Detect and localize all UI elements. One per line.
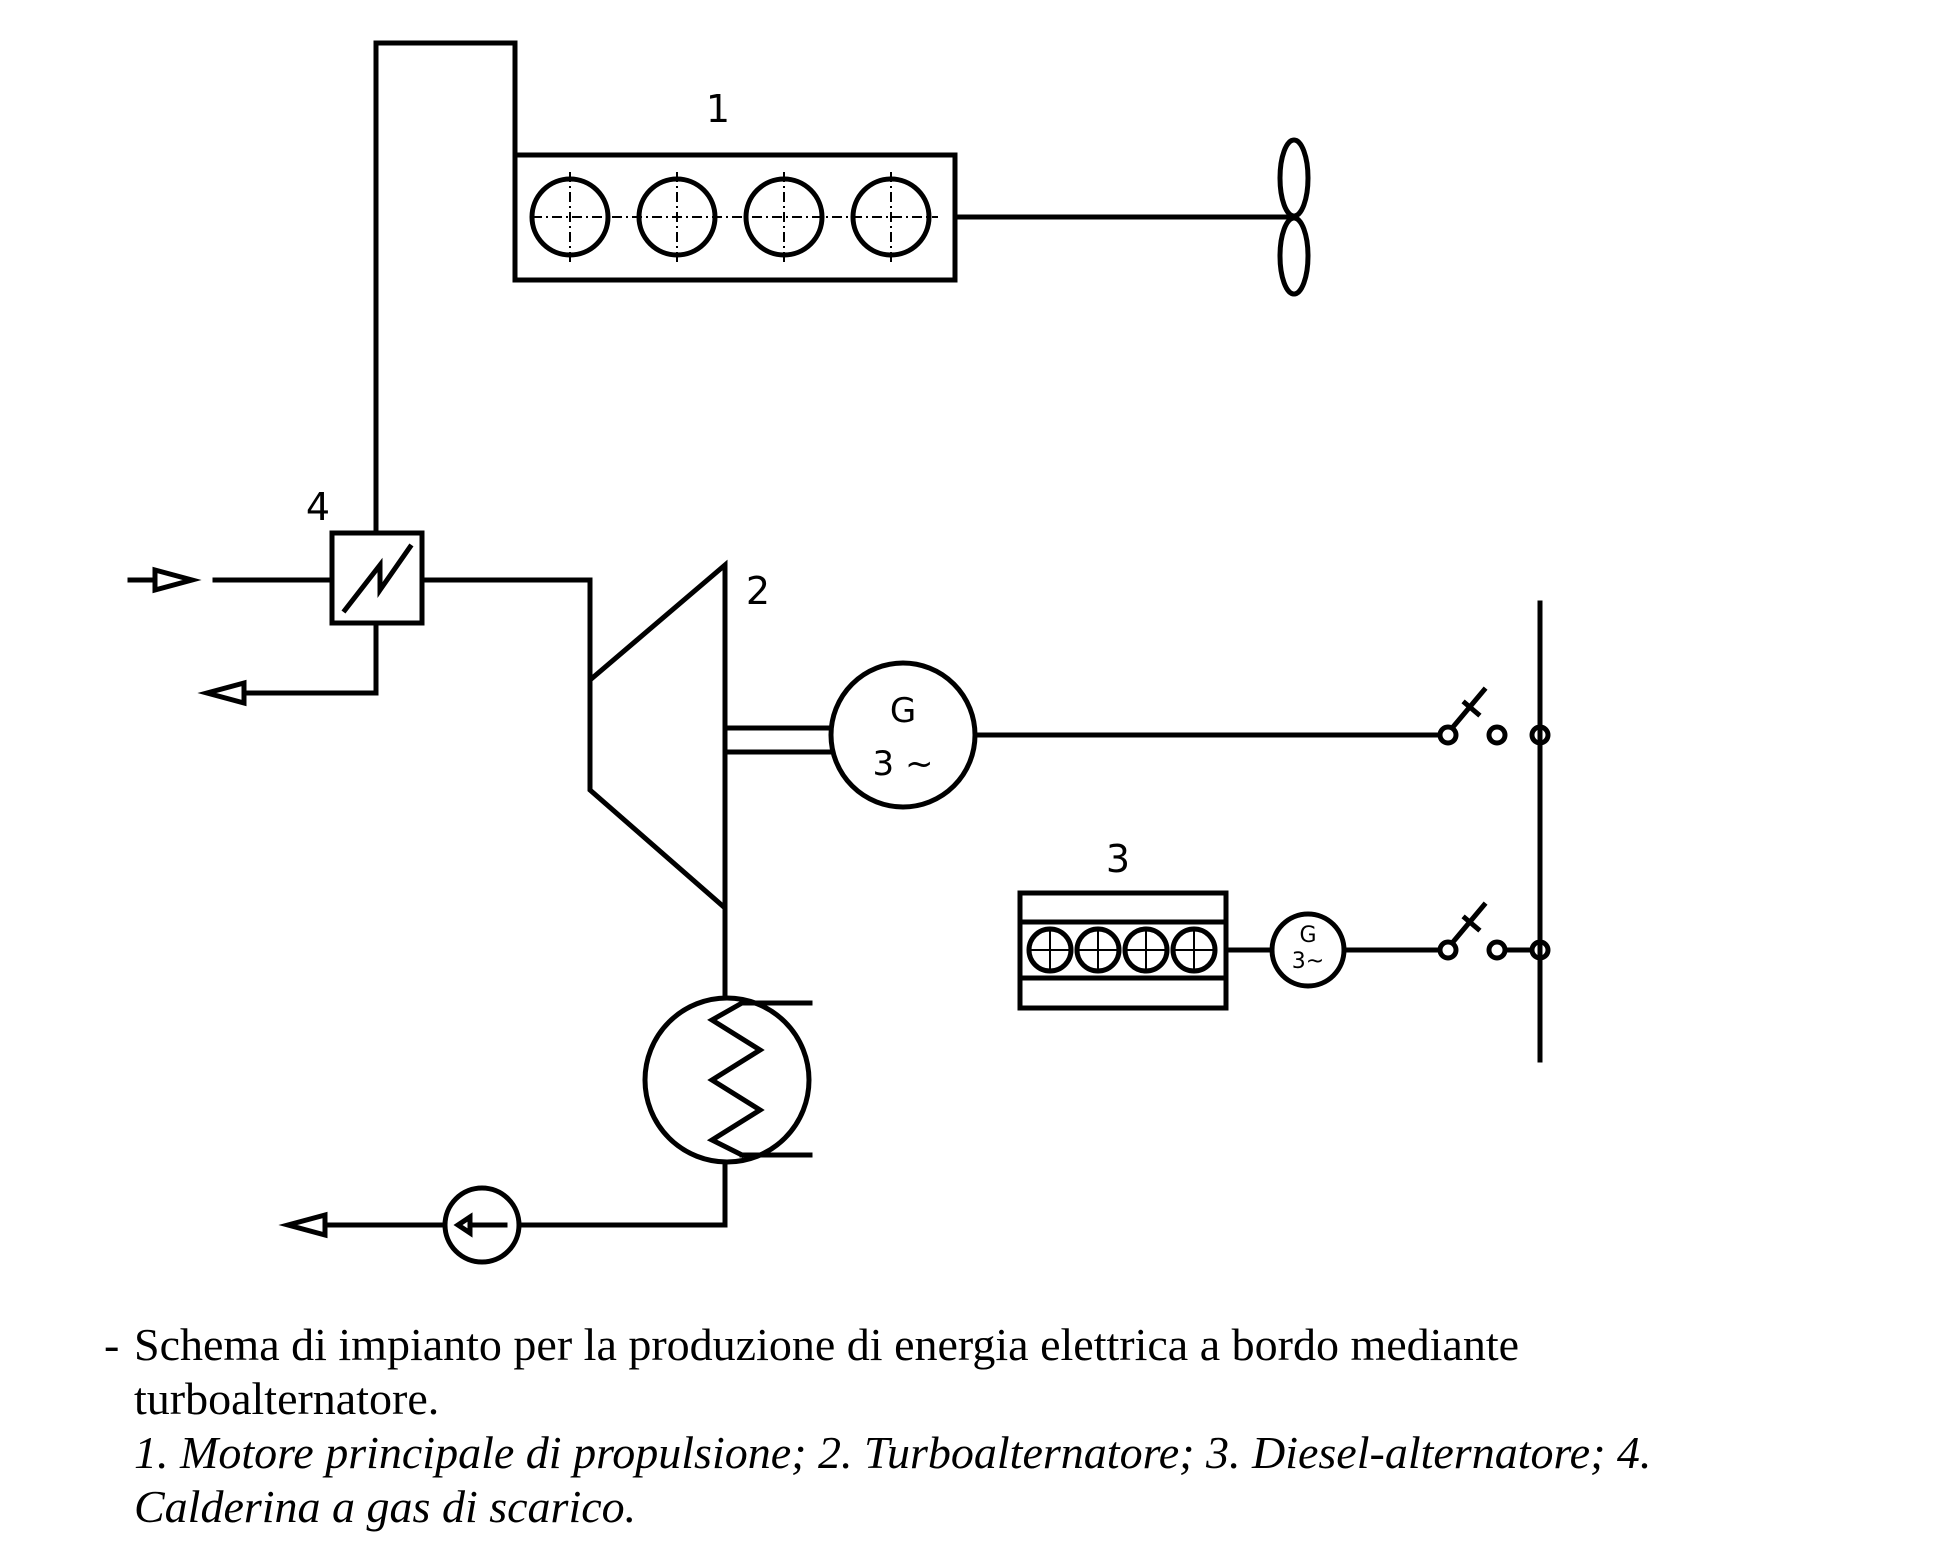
diesel-cylinder xyxy=(1026,926,1074,974)
boiler-outlet-line xyxy=(267,620,379,696)
propeller-icon xyxy=(1277,137,1311,297)
condenser xyxy=(642,995,813,1165)
engine-cylinder xyxy=(636,172,718,262)
label-boiler: 4 xyxy=(306,485,330,529)
breaker-switch-main xyxy=(1437,686,1551,746)
caption-legend: Calderina a gas di scarico. xyxy=(134,1481,637,1532)
condensate-line xyxy=(517,1159,728,1228)
plant-diagram: 1 4 2 G 3 ~ xyxy=(127,40,1551,1265)
label-motor: 1 xyxy=(706,87,730,131)
generator-phase: 3 ~ xyxy=(873,744,934,784)
engine-cylinder xyxy=(850,172,932,262)
caption-legend: 1. Motore principale di propulsione; 2. … xyxy=(134,1427,1652,1478)
steam-turbine xyxy=(587,559,728,914)
engine-cylinder xyxy=(529,172,611,262)
arrow-out-icon xyxy=(197,679,273,707)
engine-cylinder xyxy=(743,172,825,262)
main-generator: G 3 ~ xyxy=(828,660,978,810)
generator-phase: 3~ xyxy=(1292,949,1324,974)
caption-text: Schema di impianto per la produzione di … xyxy=(134,1319,1520,1370)
diesel-cylinder xyxy=(1074,926,1122,974)
exhaust-pipe xyxy=(373,40,518,533)
caption-line: -Schema di impianto per la produzione di… xyxy=(104,1318,1884,1372)
arrow-out-icon xyxy=(278,1211,353,1239)
caption-line: turboalternatore. xyxy=(134,1373,440,1424)
exhaust-boiler xyxy=(329,530,425,626)
breaker-switch-diesel xyxy=(1437,901,1551,961)
condensate-pump-icon xyxy=(442,1185,522,1265)
arrow-in-icon xyxy=(127,566,202,594)
plant-schematic: 1 4 2 G 3 ~ xyxy=(127,40,1551,1265)
diesel-engine xyxy=(1017,890,1229,1011)
generator-letter: G xyxy=(890,691,916,731)
diesel-cylinder xyxy=(1122,926,1170,974)
generator-letter: G xyxy=(1299,923,1316,948)
diesel-generator: G 3~ xyxy=(1269,911,1347,989)
diesel-cylinder xyxy=(1170,926,1218,974)
label-turbo: 2 xyxy=(746,569,770,613)
steam-line xyxy=(419,577,593,683)
label-diesel: 3 xyxy=(1106,837,1130,881)
caption-dash: - xyxy=(104,1319,120,1370)
figure-caption: -Schema di impianto per la produzione di… xyxy=(104,1318,1884,1534)
main-engine xyxy=(512,152,958,283)
